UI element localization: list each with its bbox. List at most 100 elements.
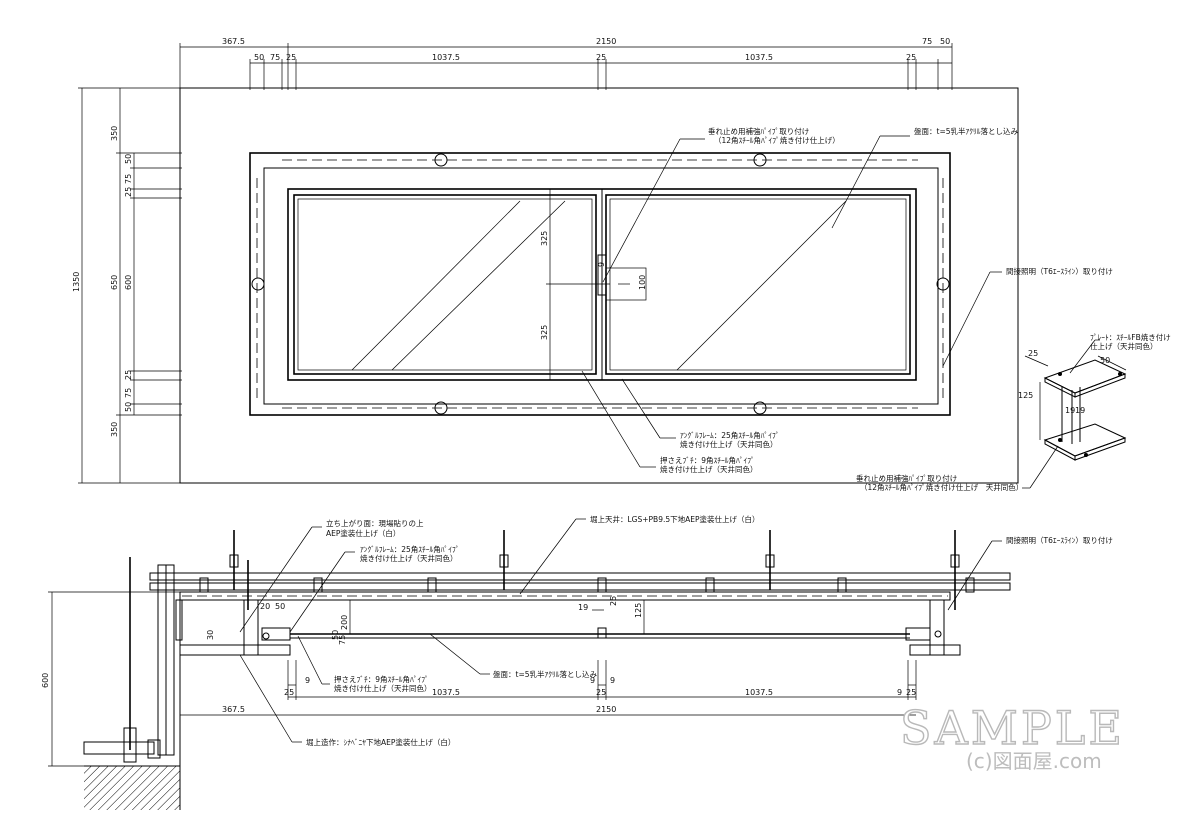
label-ceiling: 堀上天井：LGS+PB9.5下地AEP塗装仕上げ（白）	[590, 514, 760, 524]
dim-overall-height: 1350	[72, 272, 81, 292]
dim-section-9a: 9	[305, 676, 310, 685]
left-column	[157, 564, 167, 756]
dim-section-9b: 9	[590, 676, 595, 685]
glass-mark-2	[391, 200, 566, 371]
ceiling-joist-top	[149, 572, 1011, 581]
label-pipe-1: 垂れ止め用補強ﾊﾟｲﾌﾟ取り付け	[708, 126, 809, 136]
dim-detail-50: 50	[1100, 356, 1110, 365]
dim-75-right: 75	[922, 37, 932, 46]
dim-75: 75	[270, 53, 280, 62]
plan-left-dimensions	[78, 87, 182, 484]
dim-25: 25	[286, 53, 296, 62]
dim-section-75: 75	[338, 635, 347, 645]
left-column-inner	[165, 564, 175, 756]
dim-100: 100	[638, 275, 647, 290]
dim-overall-width: 2150	[596, 37, 616, 46]
second-frame	[263, 167, 939, 405]
light-section-right	[934, 630, 942, 638]
label-angle-frame-2: 焼き付け仕上げ（天井同色）	[680, 439, 778, 449]
label-panel: 盤面：t=5乳半ｱｸﾘﾙ落とし込み	[914, 126, 1018, 136]
dim-section-half-right: 1037.5	[745, 688, 773, 697]
label-detail-pipe-1: 垂れ止め用補強ﾊﾟｲﾌﾟ取り付け	[856, 473, 957, 483]
hanger-point	[434, 401, 448, 415]
floor-hatch	[84, 766, 180, 810]
watermark-sample: SAMPLE	[900, 701, 1125, 755]
dim-detail-125: 125	[1018, 391, 1033, 400]
label-section-press-1: 押さえﾌﾞﾁ：9角ｽﾁｰﾙ角ﾊﾟｲﾌﾟ	[334, 674, 429, 684]
dim-detail-19b: 19	[1075, 406, 1085, 415]
label-section-frame-2: 焼き付け仕上げ（天井同色）	[360, 553, 458, 563]
label-detail-pipe-2: （12角ｽﾁｰﾙ角ﾊﾟｲﾌﾟ焼き付け仕上げ 天井同色）	[860, 482, 1023, 492]
hanger-point	[251, 277, 265, 291]
label-riser-1: 立ち上がり面：現場貼りの上	[326, 518, 424, 528]
center-mullion-section	[597, 627, 607, 639]
light-section-left	[262, 632, 270, 640]
dim-25-left-b: 25	[124, 370, 133, 380]
section-dim-text: 600 30 20 50 200 50 75 19 25 125 9 9 9 9…	[41, 596, 916, 714]
label-riser-2: AEP塗装仕上げ（白）	[326, 528, 400, 538]
duct-valve	[147, 739, 161, 759]
outer-frame	[249, 152, 951, 416]
section-labels: 立ち上がり面：現場貼りの上 AEP塗装仕上げ（白） ｱﾝｸﾞﾙﾌﾚｰﾑ：25角ｽ…	[306, 514, 1113, 747]
glass-mark-3	[676, 200, 847, 371]
ceiling-joist-bottom	[149, 582, 1011, 591]
press-strip-left	[297, 198, 593, 371]
label-section-frame-1: ｱﾝｸﾞﾙﾌﾚｰﾑ：25角ｽﾁｰﾙ角ﾊﾟｲﾌﾟ	[360, 544, 460, 554]
angle-frame-section-right	[905, 627, 931, 641]
dim-350-bottom: 350	[110, 422, 119, 437]
dim-section-50: 50	[275, 602, 285, 611]
dim-section-20: 20	[260, 602, 270, 611]
dim-section-9d: 9	[897, 688, 902, 697]
hanging-bolts	[129, 530, 960, 750]
soffit-block-left	[243, 599, 259, 656]
dim-75-left: 75	[124, 174, 133, 184]
label-pipe-2: （12角ｽﾁｰﾙ角ﾊﾟｲﾌﾟ焼き付け仕上げ）	[714, 135, 840, 145]
acrylic-panel-right	[605, 194, 911, 375]
dim-30: 30	[206, 630, 215, 640]
soffit-bottom-right	[909, 644, 961, 656]
label-section-panel: 盤面：t=5乳半ｱｸﾘﾙ落とし込み	[493, 669, 597, 679]
press-strip-right	[609, 198, 907, 371]
glass-mark-1	[351, 200, 521, 371]
label-section-press-2: 焼き付け仕上げ（天井同色）	[334, 683, 432, 693]
dim-section-125: 125	[634, 603, 643, 618]
label-plate-1: ﾌﾟﾚｰﾄ：ｽﾁｰﾙFB焼き付け	[1090, 332, 1171, 342]
angle-frame-section-left	[261, 627, 291, 641]
dim-section-25: 25	[609, 596, 618, 606]
watermark-site: (c)図面屋.com	[966, 749, 1102, 773]
soffit-bottom-left	[179, 644, 291, 656]
hanger-point	[753, 401, 767, 415]
dim-25-left: 25	[124, 187, 133, 197]
dim-600: 600	[124, 275, 133, 290]
dim-325-lower: 325	[540, 325, 549, 340]
dim-section-25b: 25	[596, 688, 606, 697]
dim-section-overall: 2150	[596, 705, 616, 714]
dim-50-left-b: 50	[124, 402, 133, 412]
section-view	[48, 518, 1011, 810]
dim-200: 200	[340, 615, 349, 630]
dim-325-upper: 325	[540, 231, 549, 246]
left-stud	[175, 599, 183, 641]
label-section-light: 間接照明（T6ｴｰｽﾗｲﾝ）取り付け	[1006, 535, 1113, 545]
dim-25-mid: 25	[596, 53, 606, 62]
dim-section-25c: 25	[906, 688, 916, 697]
dim-detail-25: 25	[1028, 349, 1038, 358]
dim-600-section: 600	[41, 673, 50, 688]
watermark: SAMPLE (c)図面屋.com	[899, 700, 1125, 773]
plan-view	[78, 43, 1019, 484]
label-press-strip-2: 焼き付け仕上げ（天井同色）	[660, 464, 758, 474]
dim-section-left-offset: 367.5	[222, 705, 245, 714]
duct	[83, 741, 155, 755]
dim-50-left: 50	[124, 154, 133, 164]
label-press-strip-1: 押さえﾌﾞﾁ：9角ｽﾁｰﾙ角ﾊﾟｲﾌﾟ	[660, 455, 755, 465]
hanger-point	[753, 153, 767, 167]
duct-joint	[123, 727, 137, 763]
dim-50: 50	[254, 53, 264, 62]
dim-half-left: 1037.5	[432, 53, 460, 62]
detail-labels: ﾌﾟﾚｰﾄ：ｽﾁｰﾙFB焼き付け 仕上げ（天井同色） 25 50 125 19 …	[856, 332, 1171, 492]
dim-section-9c: 9	[610, 676, 615, 685]
dim-350-top: 350	[110, 126, 119, 141]
dim-section-25a: 25	[284, 688, 294, 697]
label-soffit: 堀上造作：ｼﾅﾍﾞﾆﾔ下地AEP塗装仕上げ（白）	[306, 737, 455, 747]
